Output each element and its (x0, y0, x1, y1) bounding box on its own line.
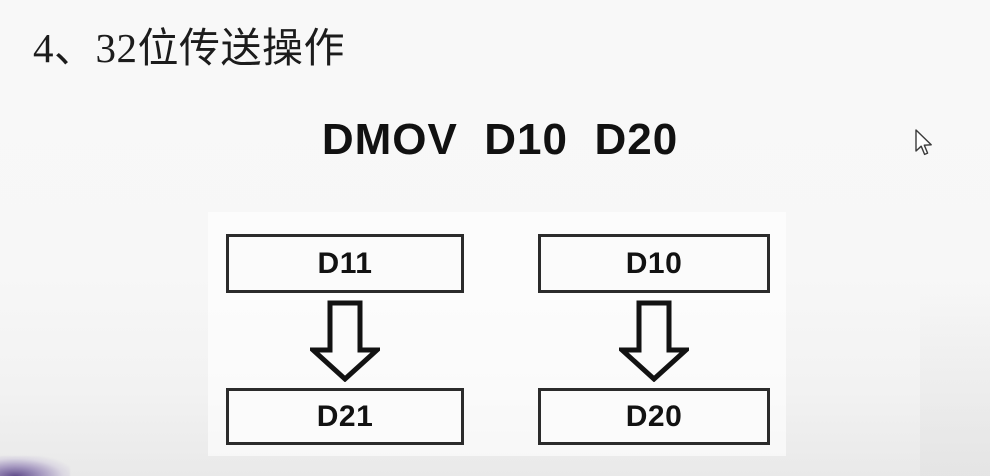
register-box-source-right: D10 (538, 234, 770, 293)
background-shading (920, 0, 990, 476)
register-box-destination-right: D20 (538, 388, 770, 445)
register-box-source-left: D11 (226, 234, 464, 293)
transfer-column-right: D10 D20 (538, 234, 770, 445)
mouse-cursor-icon (914, 129, 936, 159)
instruction-text: DMOV D10 D20 (321, 115, 679, 164)
down-block-arrow-icon (619, 300, 689, 382)
register-box-destination-left: D21 (226, 388, 464, 445)
arrow-slot-right (538, 293, 770, 388)
corner-artifact (0, 456, 70, 476)
transfer-column-left: D11 D21 (226, 234, 464, 445)
arrow-slot-left (226, 293, 464, 388)
page-title: 4、32位传送操作 (33, 25, 345, 71)
down-block-arrow-icon (310, 300, 380, 382)
